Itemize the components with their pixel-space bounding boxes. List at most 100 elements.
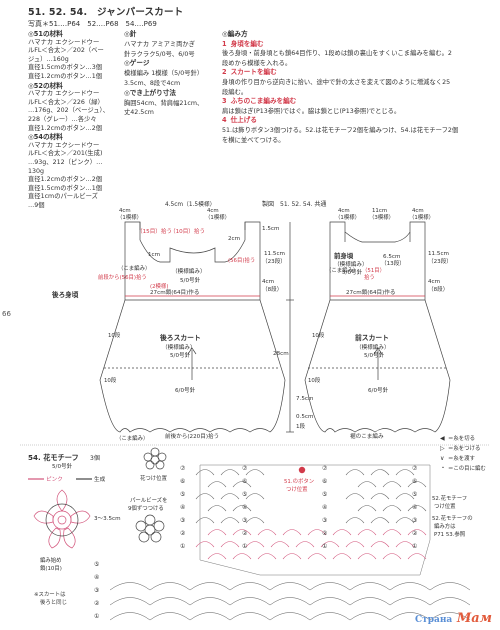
section-heading: ◎針 bbox=[124, 30, 220, 40]
chart-row-number: ⑥ bbox=[412, 478, 417, 485]
fan-stitch bbox=[307, 529, 327, 536]
back-neck-width: 4.5cm（1.5模様） bbox=[165, 200, 215, 208]
fan-stitch bbox=[270, 541, 290, 548]
svg-text:(56目)拾う: (56目)拾う bbox=[228, 256, 255, 264]
fan-stitch bbox=[232, 505, 252, 512]
svg-text:52.花モチーフの: 52.花モチーフの bbox=[432, 514, 473, 522]
schematic-caption: 製図 51. 52. 54. 共通 bbox=[262, 200, 326, 208]
svg-text:1.5cm: 1.5cm bbox=[262, 226, 279, 232]
body-text-line: 段めから模様を入れる。 bbox=[222, 59, 292, 67]
svg-text:（こま編み）: （こま編み） bbox=[118, 264, 150, 272]
svg-text:裾のこま編み: 裾のこま編み bbox=[350, 432, 384, 440]
legend-text: ＝糸を切る bbox=[448, 434, 475, 442]
svg-text:つけ位置: つけ位置 bbox=[434, 502, 456, 510]
step-number: 3 bbox=[222, 97, 227, 106]
chart-row-number: ⑤ bbox=[94, 561, 99, 568]
fan-stitch bbox=[295, 541, 315, 548]
fan-stitch bbox=[195, 517, 215, 524]
fan-stitch bbox=[220, 541, 240, 548]
body-text-line: 130g bbox=[28, 167, 45, 175]
body-text-line: 228（グレー）…各少々 bbox=[28, 115, 97, 123]
chart-row-number: ④ bbox=[322, 504, 327, 511]
svg-text:6/0号針: 6/0号針 bbox=[368, 386, 389, 394]
chart-row-number: ⑦ bbox=[242, 465, 248, 472]
bullet-icon: ◎ bbox=[124, 88, 130, 97]
body-text-line: ハマナカ エクシードウー bbox=[28, 38, 100, 46]
bullet-icon: ◎ bbox=[124, 59, 130, 68]
section-heading: ◎52の材料 bbox=[28, 82, 118, 91]
svg-text:拾う: 拾う bbox=[364, 273, 375, 281]
motif-chart bbox=[33, 489, 91, 549]
front-bodice-outline bbox=[329, 221, 426, 301]
section-heading: ◎編み方 bbox=[222, 30, 492, 40]
svg-text:5/0号針: 5/0号針 bbox=[52, 462, 73, 470]
needle-gauge-column: ◎針ハマナカ アミアミ両かぎ針ラクラク5/0号、6/0号◎ゲージ模様編み 1模様… bbox=[124, 30, 220, 118]
fan-stitch bbox=[345, 517, 365, 524]
body-text-line: 直径1.2cmのボタン…2個 bbox=[28, 124, 102, 132]
svg-text:鎖(10目): 鎖(10目) bbox=[40, 564, 62, 572]
front-skirt-outline bbox=[304, 299, 451, 433]
fan-stitch bbox=[220, 469, 240, 476]
svg-text:（こま編み）: （こま編み） bbox=[326, 266, 358, 274]
chart-row-number: ⑥ bbox=[242, 478, 247, 485]
svg-text:1段: 1段 bbox=[296, 422, 306, 430]
fan-stitch bbox=[382, 505, 402, 512]
section-heading-text: 針 bbox=[129, 30, 137, 38]
bullet-icon: ◎ bbox=[28, 30, 34, 38]
body-text-line: 直径1.2cmのボタン…2個 bbox=[28, 176, 102, 184]
step-number: 1 bbox=[222, 39, 227, 48]
chart-row-number: ⑥ bbox=[180, 478, 185, 485]
svg-text:4cm: 4cm bbox=[262, 279, 274, 285]
legend-natural: 生成 bbox=[94, 475, 106, 483]
body-text-line: ハマナカ エクシードウー bbox=[28, 141, 100, 149]
fan-stitch bbox=[345, 541, 365, 548]
step-title: スカートを編む bbox=[230, 68, 277, 77]
body-text-line: を横に並べてつける。 bbox=[222, 136, 285, 144]
chart-row-number: ③ bbox=[94, 587, 99, 594]
chart-row-number: ① bbox=[412, 543, 417, 550]
body-text-line: 直径1.2cmのボタン…1個 bbox=[28, 72, 102, 80]
chart-row-number: ④ bbox=[180, 504, 185, 511]
chart-row-number: ① bbox=[94, 613, 99, 620]
body-text-line: 51.は飾りボタン3個つける。52.は花モチーフ2個を編みつけ、54.は花モチー… bbox=[222, 126, 459, 134]
fan-stitch bbox=[257, 529, 277, 536]
photo-reference: 写真＊51.…P64 52.…P68 54.…P69 bbox=[28, 20, 157, 28]
chart-row-number: ③ bbox=[242, 517, 247, 524]
fan-stitch bbox=[357, 481, 377, 488]
svg-text:（8段）: （8段） bbox=[262, 285, 282, 293]
svg-text:27cm鎖(64目)作る: 27cm鎖(64目)作る bbox=[150, 288, 200, 296]
legend-symbol-icon: ◀ bbox=[440, 435, 445, 442]
svg-text:（1模様）: （1模様） bbox=[335, 213, 360, 221]
fan-stitch bbox=[245, 541, 265, 548]
svg-text:27cm鎖(64目)作る: 27cm鎖(64目)作る bbox=[346, 288, 396, 296]
body-text-line: 直径1.5cmのボタン…1個 bbox=[28, 184, 102, 192]
svg-text:つけ位置: つけ位置 bbox=[286, 485, 308, 493]
svg-text:（模様編み）: （模様編み） bbox=[356, 343, 390, 351]
front-skirt-label: 前スカート bbox=[355, 333, 389, 342]
svg-text:10段: 10段 bbox=[108, 331, 121, 339]
legend-symbol-icon: ・ bbox=[440, 465, 446, 472]
body-text-line: 丈42.5cm bbox=[124, 109, 154, 117]
svg-text:0.5cm: 0.5cm bbox=[296, 414, 313, 420]
fan-stitch bbox=[282, 529, 302, 536]
fan-stitch bbox=[232, 481, 252, 488]
body-text-line: 直径1.5cmのボタン…3個 bbox=[28, 64, 102, 72]
fan-stitch bbox=[282, 553, 302, 560]
svg-text:（模様編み）: （模様編み） bbox=[334, 260, 368, 268]
svg-text:4cm: 4cm bbox=[338, 208, 350, 214]
fan-stitch bbox=[382, 553, 402, 560]
section-heading-text: 52の材料 bbox=[33, 81, 63, 90]
section-heading: ◎でき上がり寸法 bbox=[124, 89, 220, 99]
body-text-line: 身頃の作り目から逆向きに拾い、途中で針の太さを変えて図のように増減なく25 bbox=[222, 78, 451, 86]
svg-text:1cm: 1cm bbox=[148, 252, 160, 258]
fan-stitch bbox=[357, 529, 377, 536]
fan-stitch bbox=[395, 469, 415, 476]
bullet-icon: ◎ bbox=[124, 30, 130, 38]
fan-stitch bbox=[382, 481, 402, 488]
svg-text:11cm: 11cm bbox=[372, 208, 387, 214]
legend-text: ＝糸を渡す bbox=[448, 454, 475, 462]
chart-row-number: ⑤ bbox=[322, 491, 327, 498]
